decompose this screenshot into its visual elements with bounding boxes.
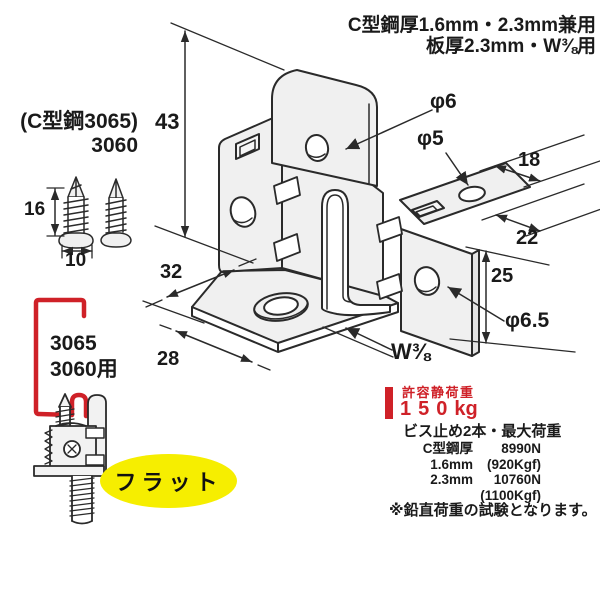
base-plate-thickness (191, 302, 399, 353)
header-spec-line1: C型鋼厚1.6mm・2.3mm兼用 (347, 15, 596, 36)
right-piece-punched-tab (411, 200, 445, 218)
main-bracket-drawing (191, 69, 531, 357)
w38-leader (345, 327, 393, 351)
clip-tab-2 (273, 233, 301, 262)
channel-use-line2: 3060用 (50, 357, 118, 381)
phi6-leader (345, 109, 433, 150)
load-row-4-label (381, 488, 473, 504)
load-row-3-value: 10760N (493, 472, 541, 487)
hole-w38-label: W⅜ (391, 339, 431, 364)
dimension-lines (46, 22, 600, 371)
dim-28-label: 28 (157, 348, 180, 370)
flat-badge-label: フラット (114, 470, 223, 495)
dim-32-label: 32 (160, 261, 183, 283)
dim-43-label: 43 (155, 109, 180, 134)
load-row-4: (1100Kgf) (381, 488, 541, 504)
channel-profile-red (33, 297, 95, 419)
load-row-3-label: 2.3mm (430, 472, 473, 487)
load-title: 許容静荷重 (402, 385, 475, 400)
mini-clip-1 (85, 427, 105, 439)
right-piece-web (400, 228, 473, 357)
load-note: ※鉛直荷重の試験となります。 (389, 502, 597, 519)
load-row-1-label: C型鋼厚1.6mm (422, 441, 473, 472)
phi6-hole (304, 134, 330, 162)
load-value: 150kg (400, 398, 478, 420)
channel-use-label: 3065 3060用 (50, 331, 118, 382)
load-row-2: (920Kgf) (381, 457, 541, 473)
dim-25-label: 25 (491, 265, 514, 287)
hole-phi5-label: φ5 (417, 127, 444, 150)
load-row-3: 2.3mm 10760N (381, 472, 541, 488)
left-plate-punched-window (239, 139, 256, 157)
phi65-hole-shade (417, 286, 437, 293)
dim-18-label: 18 (518, 149, 541, 171)
header-spec-line2: 板厚2.3mm・W⅜用 (426, 36, 596, 58)
hook-slot-inner-line (326, 194, 353, 310)
mini-flange (33, 465, 105, 477)
channel-use-line1: 3065 (50, 332, 97, 355)
load-value-number: 150 (400, 398, 455, 420)
clip-tab-1 (273, 176, 301, 205)
clip-tab-4 (376, 273, 403, 300)
load-subtitle: ビス止め2本・最大荷重 (403, 423, 562, 440)
dim-16-label: 16 (24, 199, 46, 220)
clip-tab-3 (376, 216, 403, 243)
flat-badge: フラット (100, 454, 237, 508)
load-value-unit: kg (454, 398, 478, 420)
load-row-1-value: 8990N (501, 441, 541, 456)
hole-phi6-label: φ6 (430, 90, 457, 113)
left-plate-hole-shade (233, 217, 253, 224)
phi6-hole-shade (308, 153, 326, 158)
hole-phi65-label: φ6.5 (505, 309, 550, 332)
load-row-2-label (381, 457, 473, 473)
mini-clip-2 (85, 454, 105, 466)
w38-boss-wall (253, 302, 309, 320)
dim-22-label: 22 (516, 227, 539, 249)
left-plate (218, 113, 283, 273)
model-label-line2: 3060 (91, 133, 138, 157)
right-piece-punched-window (415, 205, 438, 217)
model-label: (C型鋼3065) 3060 (20, 110, 138, 157)
phi65-leader (447, 286, 505, 322)
load-table: C型鋼厚1.6mm 8990N (920Kgf) 2.3mm 10760N (1… (381, 441, 541, 503)
phi65-hole (413, 266, 441, 296)
load-row-2-value: (920Kgf) (486, 456, 541, 472)
header-spec: C型鋼厚1.6mm・2.3mm兼用 板厚2.3mm・W⅜用 (348, 15, 596, 58)
load-red-bar (385, 387, 393, 419)
top-flap (271, 69, 378, 187)
phi5-hole (458, 185, 486, 203)
screws-drawing (58, 176, 132, 249)
model-label-line1: (C型鋼3065) (20, 110, 138, 133)
load-row-4-value: (1100Kgf) (480, 487, 541, 503)
w38-boss-hole (263, 296, 299, 316)
phi5-leader (445, 152, 469, 186)
load-row-1: C型鋼厚1.6mm 8990N (381, 441, 541, 472)
dim-10-label: 10 (65, 250, 87, 271)
installation-drawing (33, 393, 107, 525)
